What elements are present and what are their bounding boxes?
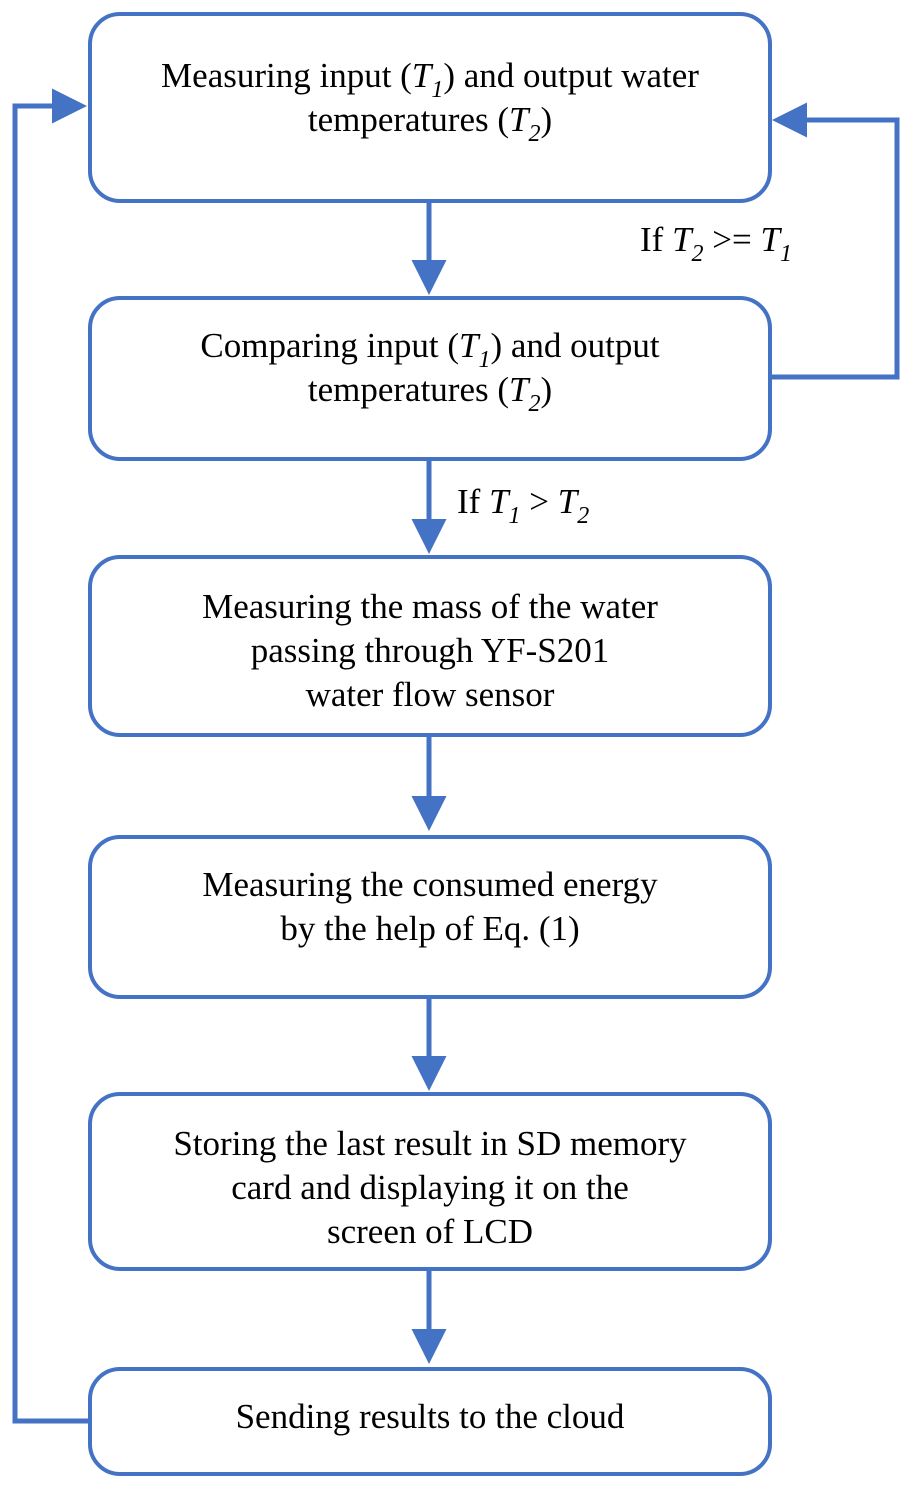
step-text-line: card and displaying it on the <box>231 1166 629 1210</box>
step-text-line: Comparing input (T1) and output <box>200 324 660 373</box>
text-run: Comparing input ( <box>200 326 459 365</box>
variable-symbol: T <box>489 482 509 521</box>
variable-subscript: 1 <box>431 77 444 103</box>
variable-subscript: 2 <box>528 120 541 147</box>
text-run: If <box>640 220 673 259</box>
text-run: >= <box>703 220 761 259</box>
variable-subscript: 2 <box>691 241 704 267</box>
variable-subscript: 1 <box>779 241 792 267</box>
step-text-line: passing through YF-S201 <box>251 629 609 673</box>
variable-symbol: T <box>458 326 479 365</box>
variable-subscript: 1 <box>508 503 521 529</box>
variable-symbol: T <box>411 56 432 95</box>
text-run: water flow sensor <box>305 674 555 714</box>
step-text-line: Measuring input (T1) and output water <box>161 54 699 103</box>
step-send-cloud: Sending results to the cloud <box>88 1367 772 1476</box>
condition-proceed-label: If T1 > T2 <box>457 480 589 529</box>
step-text-line: water flow sensor <box>306 673 555 717</box>
text-run: card and displaying it on the <box>231 1167 629 1207</box>
variable-symbol: T <box>509 99 529 139</box>
step-text-line: Sending results to the cloud <box>236 1395 625 1439</box>
text-run: temperatures ( <box>307 369 510 409</box>
text-run: passing through YF-S201 <box>250 630 610 670</box>
text-run: temperatures ( <box>307 99 510 139</box>
text-run: If <box>457 482 490 521</box>
text-run: Measuring the mass of the water <box>202 587 658 626</box>
text-run: Measuring input ( <box>161 56 412 95</box>
step-measure-energy: Measuring the consumed energy by the help… <box>88 835 772 999</box>
text-run: screen of LCD <box>326 1211 534 1251</box>
step-store-display: Storing the last result in SD memory card… <box>88 1092 772 1271</box>
step-text-line: temperatures (T2) <box>307 368 553 417</box>
variable-symbol: T <box>557 482 578 521</box>
arrow-loop-back-left <box>12 88 88 1424</box>
variable-symbol: T <box>760 220 780 259</box>
text-run: > <box>520 482 558 521</box>
text-run: Measuring the consumed energy <box>202 865 658 904</box>
step-text-line: Measuring the consumed energy <box>202 863 657 907</box>
condition-loop-back-label: If T2 >= T1 <box>640 218 792 267</box>
text-run: ) <box>540 99 553 139</box>
variable-symbol: T <box>672 220 692 259</box>
variable-subscript: 2 <box>577 503 590 529</box>
text-run: ) and output <box>490 326 660 365</box>
variable-symbol: T <box>509 369 529 409</box>
arrow-loop-back-right <box>770 102 900 380</box>
step-text-line: by the help of Eq. (1) <box>280 907 579 951</box>
step-text-line: Storing the last result in SD memory <box>173 1122 686 1166</box>
variable-subscript: 1 <box>478 347 491 373</box>
text-run: Storing the last result in SD memory <box>173 1124 687 1163</box>
text-run: ) and output water <box>443 56 699 95</box>
step-text-line: temperatures (T2) <box>307 98 553 147</box>
text-run: Sending results to the cloud <box>235 1397 625 1436</box>
text-run: by the help of Eq. (1) <box>280 908 580 948</box>
step-text-line: screen of LCD <box>327 1210 533 1254</box>
variable-subscript: 2 <box>528 390 541 417</box>
text-run: ) <box>540 369 553 409</box>
step-text-line: Measuring the mass of the water <box>202 585 658 629</box>
step-measure-mass: Measuring the mass of the water passing t… <box>88 555 772 737</box>
